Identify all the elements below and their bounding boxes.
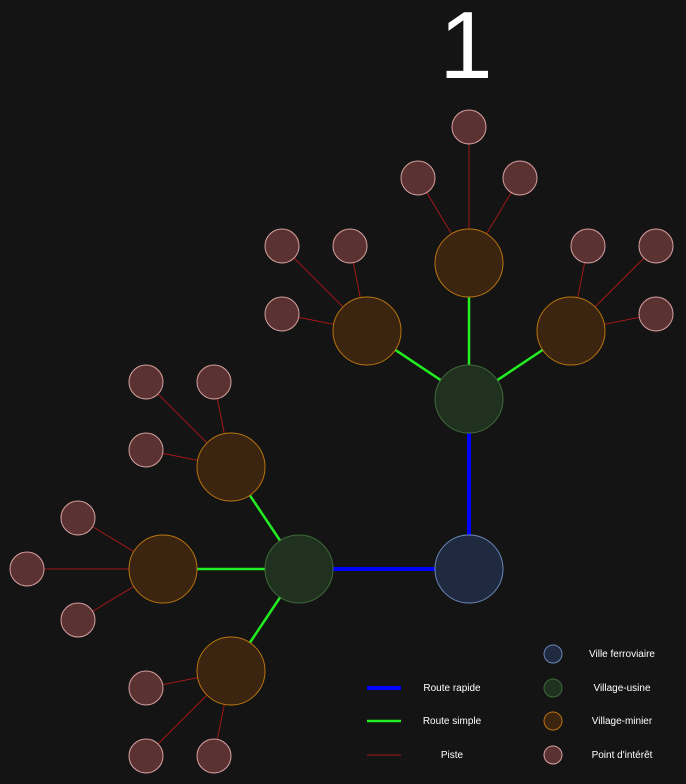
node-poi-11 (196, 364, 232, 400)
node-ville (434, 534, 504, 604)
node-usine-top (434, 364, 504, 434)
legend-village-usine-swatch (543, 678, 563, 698)
node-poi-13 (60, 500, 96, 536)
node-poi-8 (638, 228, 674, 264)
node-usine-left (264, 534, 334, 604)
legend-ville-ferroviaire-label: Ville ferroviaire (589, 649, 655, 660)
legend-point-interet-label: Point d'intérêt (592, 750, 653, 761)
legend-piste-label: Piste (441, 750, 464, 761)
node-poi-12 (128, 432, 164, 468)
legend-route-simple-label: Route simple (423, 716, 482, 727)
node-poi-3 (502, 160, 538, 196)
nodes-layer (9, 109, 674, 774)
node-minier-top (434, 228, 504, 298)
node-minier-top-left (332, 296, 402, 366)
node-poi-16 (128, 670, 164, 706)
node-poi-6 (264, 296, 300, 332)
node-minier-left-top (196, 432, 266, 502)
legend-village-minier-label: Village-minier (592, 716, 653, 727)
legend-village-usine-label: Village-usine (593, 683, 651, 694)
node-minier-left-bottom (196, 636, 266, 706)
node-poi-18 (196, 738, 232, 774)
node-poi-14 (9, 551, 45, 587)
node-poi-10 (128, 364, 164, 400)
node-poi-17 (128, 738, 164, 774)
node-poi-5 (332, 228, 368, 264)
node-poi-7 (570, 228, 606, 264)
legend: Route rapide Route simple Piste Ville fe… (367, 644, 655, 765)
node-poi-15 (60, 602, 96, 638)
node-poi-1 (451, 109, 487, 145)
legend-point-interet-swatch (543, 745, 563, 765)
node-minier-left (128, 534, 198, 604)
node-poi-2 (400, 160, 436, 196)
edges-layer (27, 127, 657, 757)
legend-route-rapide-label: Route rapide (423, 683, 481, 694)
legend-ville-ferroviaire-swatch (543, 644, 563, 664)
legend-village-minier-swatch (543, 711, 563, 731)
node-poi-4 (264, 228, 300, 264)
node-poi-9 (638, 296, 674, 332)
diagram-title: 1 (439, 0, 492, 99)
node-minier-top-right (536, 296, 606, 366)
